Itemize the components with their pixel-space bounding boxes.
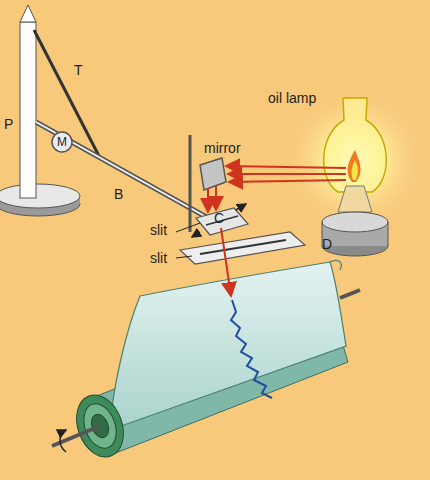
part-label: D: [322, 236, 332, 252]
part-label: T: [74, 62, 83, 78]
part-label: P: [4, 116, 13, 132]
node-text: M: [51, 135, 73, 149]
motor-circle: M: [51, 131, 73, 153]
part-label: mirror: [204, 140, 241, 156]
part-label: oil lamp: [268, 90, 316, 106]
part-label: C: [214, 210, 224, 226]
part-label: slit: [150, 222, 167, 238]
part-label: slit: [150, 250, 167, 266]
part-label: B: [114, 186, 123, 202]
